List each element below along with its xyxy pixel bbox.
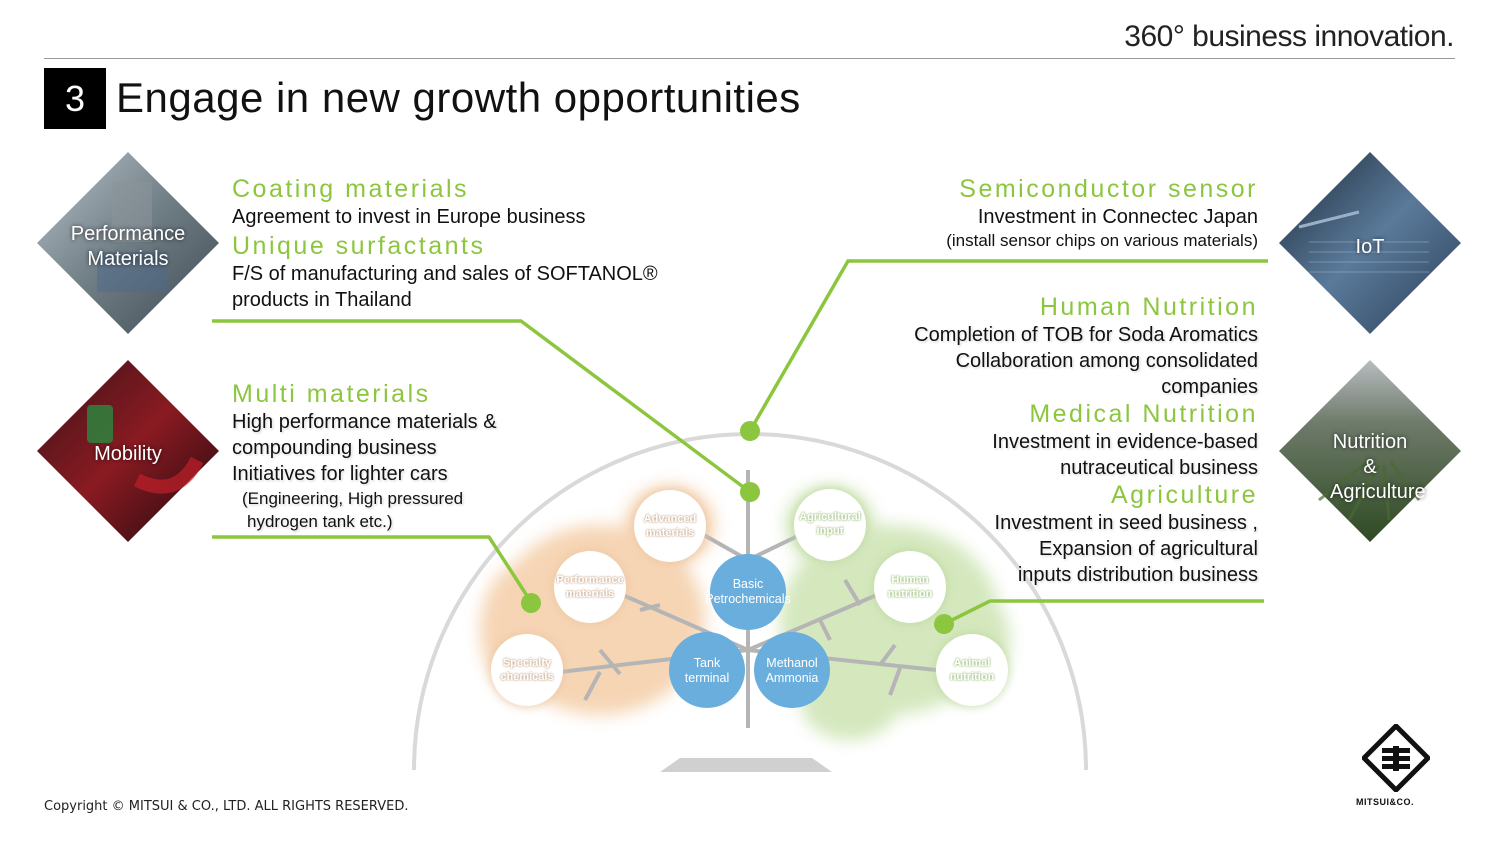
multi-materials-section: Multi materials High performance materia… <box>232 380 552 533</box>
tagline: 360° business innovation. <box>1124 20 1454 53</box>
medical-nutrition-line-2: nutraceutical business <box>1060 457 1258 479</box>
multi-heading: Multi materials <box>232 380 431 408</box>
white-nodes <box>489 487 1010 708</box>
blue-nodes <box>669 554 830 708</box>
connector-dots <box>521 421 954 634</box>
node-agricultural-input: Agricultural input <box>799 511 861 537</box>
semiconductor-line-1: Investment in Connectec Japan <box>977 206 1258 228</box>
agriculture-line-2: Expansion of agricultural <box>1038 538 1258 560</box>
node-advanced-materials: Advanced materials <box>643 513 697 539</box>
multi-line-4: (Engineering, High pressured <box>242 489 464 508</box>
mobility-label: Mobility <box>94 443 162 465</box>
multi-line-5: hydrogen tank etc.) <box>247 512 393 531</box>
mitsui-logo-icon <box>1362 724 1430 792</box>
multi-line-2: compounding business <box>232 437 437 459</box>
coating-heading: Coating materials <box>232 175 470 203</box>
nutrition-section: Human Nutrition Completion of TOB for So… <box>858 293 1258 588</box>
node-animal-nutrition: Animal nutrition <box>949 657 995 683</box>
surfactants-line-2: products in Thailand <box>232 289 412 311</box>
semiconductor-heading: Semiconductor sensor <box>959 175 1258 203</box>
node-performance-materials: Performance materials <box>556 574 624 600</box>
page-title: Engage in new growth opportunities <box>116 74 801 121</box>
coating-section: Coating materials Agreement to invest in… <box>232 175 752 313</box>
node-human-nutrition: Human nutrition <box>887 574 933 600</box>
connector-lines <box>212 259 1268 626</box>
human-nutrition-line-1: Completion of TOB for Soda Aromatics <box>914 324 1258 346</box>
iot-label: IoT <box>1355 236 1385 258</box>
tree-base <box>660 758 832 772</box>
node-methanol-ammonia: Methanol Ammonia <box>765 656 819 685</box>
human-nutrition-heading: Human Nutrition <box>1039 293 1258 321</box>
coating-text: Agreement to invest in Europe business <box>232 206 586 228</box>
semiconductor-section: Semiconductor sensor Investment in Conne… <box>858 175 1258 252</box>
node-basic-petrochemicals: Basic Petrochemicals <box>705 577 791 606</box>
performance-materials-label: Performance Materials <box>70 223 186 270</box>
semiconductor-line-2: (install sensor chips on various materia… <box>946 231 1258 250</box>
nutrition-agriculture-diamond <box>1279 360 1461 542</box>
section-number: 3 <box>44 68 106 129</box>
logo-wordmark: MITSUI&CO. <box>1356 797 1414 807</box>
performance-materials-diamond <box>37 152 219 334</box>
agriculture-line-3: inputs distribution business <box>1017 564 1258 586</box>
agriculture-heading: Agriculture <box>1111 481 1258 509</box>
header-divider <box>44 58 1455 59</box>
node-specialty-chemicals: Specialty chemicals <box>500 657 554 683</box>
surfactants-heading: Unique surfactants <box>232 232 486 260</box>
agriculture-line-1: Investment in seed business , <box>994 512 1258 534</box>
surfactants-line-1: F/S of manufacturing and sales of SOFTAN… <box>232 263 658 285</box>
nutrition-agriculture-label: Nutrition & Agriculture <box>1330 431 1426 503</box>
node-tank-terminal: Tank terminal <box>684 656 730 685</box>
multi-line-3: Initiatives for lighter cars <box>232 463 448 485</box>
multi-line-1: High performance materials & <box>232 411 497 433</box>
mobility-diamond <box>37 360 219 542</box>
copyright: Copyright © MITSUI & CO., LTD. ALL RIGHT… <box>44 799 409 814</box>
human-nutrition-line-3: companies <box>1161 376 1258 398</box>
human-nutrition-line-2: Collaboration among consolidated <box>955 350 1258 372</box>
medical-nutrition-heading: Medical Nutrition <box>1029 400 1258 428</box>
medical-nutrition-line-1: Investment in evidence-based <box>992 431 1258 453</box>
iot-diamond <box>1279 152 1461 334</box>
